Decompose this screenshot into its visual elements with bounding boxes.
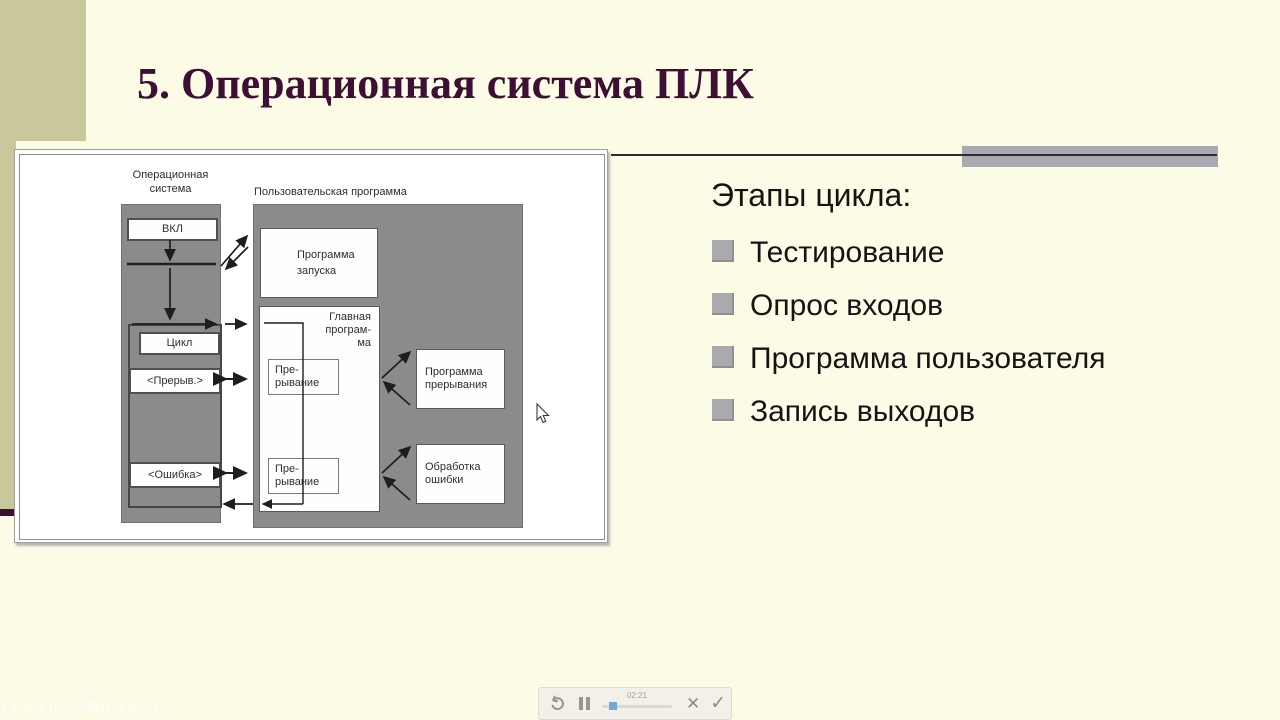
- user-program-label: Пользовательская программа: [254, 186, 407, 198]
- annotation-toolbar: [3, 695, 156, 718]
- more-options-button[interactable]: [133, 695, 156, 718]
- list-item-label: Опрос входов: [750, 289, 944, 322]
- copy-button[interactable]: [81, 695, 104, 718]
- box-interrupt-program: Программа прерывания: [416, 349, 505, 409]
- progress-area: 02:21: [602, 688, 672, 719]
- box-interrupt-sub-2: Пре- рывание: [268, 458, 339, 494]
- mouse-cursor-icon: [536, 402, 550, 424]
- cycle-frame: [128, 324, 222, 508]
- os-column-label: Операционная система: [132, 169, 209, 195]
- bullet-list: Тестирование Опрос входов Программа поль…: [712, 236, 1106, 448]
- list-item-label: Программа пользователя: [750, 342, 1106, 375]
- list-item: Программа пользователя: [712, 342, 1106, 395]
- previous-slide-button[interactable]: [3, 695, 26, 718]
- discard-button[interactable]: ✕: [686, 695, 700, 712]
- list-heading: Этапы цикла:: [711, 177, 912, 213]
- next-slide-button[interactable]: [29, 695, 52, 718]
- replay-button[interactable]: [549, 695, 567, 713]
- page-title: 5. Операционная система ПЛК: [137, 59, 754, 108]
- bullet-square-icon: [712, 399, 734, 421]
- list-item: Опрос входов: [712, 289, 1106, 342]
- magnifier-icon: [113, 701, 124, 712]
- box-startup-program: Программа запуска: [260, 228, 378, 298]
- box-vkl: ВКЛ: [127, 218, 218, 241]
- pause-button[interactable]: [579, 697, 590, 710]
- slide-image-frame: Операционная система Пользовательская пр…: [14, 149, 608, 543]
- close-icon: ✕: [686, 694, 701, 713]
- pen-icon: [61, 702, 71, 712]
- sidebar-block: [0, 0, 86, 141]
- bullet-square-icon: [712, 293, 734, 315]
- progress-handle[interactable]: [609, 702, 617, 710]
- time-label: 02:21: [626, 691, 648, 700]
- list-item-label: Запись выходов: [750, 395, 976, 428]
- box-error-state: <Ошибка>: [129, 462, 221, 488]
- progress-track[interactable]: [602, 705, 672, 708]
- list-item-label: Тестирование: [750, 236, 945, 269]
- list-item: Тестирование: [712, 236, 1106, 289]
- pause-bar: [579, 697, 583, 710]
- chevron-right-icon: [38, 702, 44, 711]
- box-interrupt-state: <Прерыв.>: [129, 368, 221, 394]
- accept-button[interactable]: ✓: [710, 694, 726, 713]
- box-error-handler: Обработка ошибки: [416, 444, 505, 504]
- bullet-square-icon: [712, 240, 734, 262]
- copy-icon: [87, 701, 98, 713]
- box-cycle: Цикл: [139, 332, 220, 355]
- ellipsis-icon: [140, 705, 149, 708]
- title-accent-bar: [962, 146, 1218, 167]
- list-item: Запись выходов: [712, 395, 1106, 448]
- pause-bar: [586, 697, 590, 710]
- chevron-left-icon: [11, 702, 17, 711]
- box-interrupt-sub-1: Пре- рывание: [268, 359, 339, 395]
- zoom-button[interactable]: [107, 695, 130, 718]
- title-divider-line: [611, 154, 1217, 156]
- pen-tool-button[interactable]: [55, 695, 78, 718]
- bullet-square-icon: [712, 346, 734, 368]
- sidebar-dash: [0, 509, 16, 516]
- audio-player-bar: 02:21 ✕ ✓: [538, 687, 732, 720]
- plc-os-diagram: Операционная система Пользовательская пр…: [19, 154, 605, 540]
- check-icon: ✓: [710, 693, 727, 714]
